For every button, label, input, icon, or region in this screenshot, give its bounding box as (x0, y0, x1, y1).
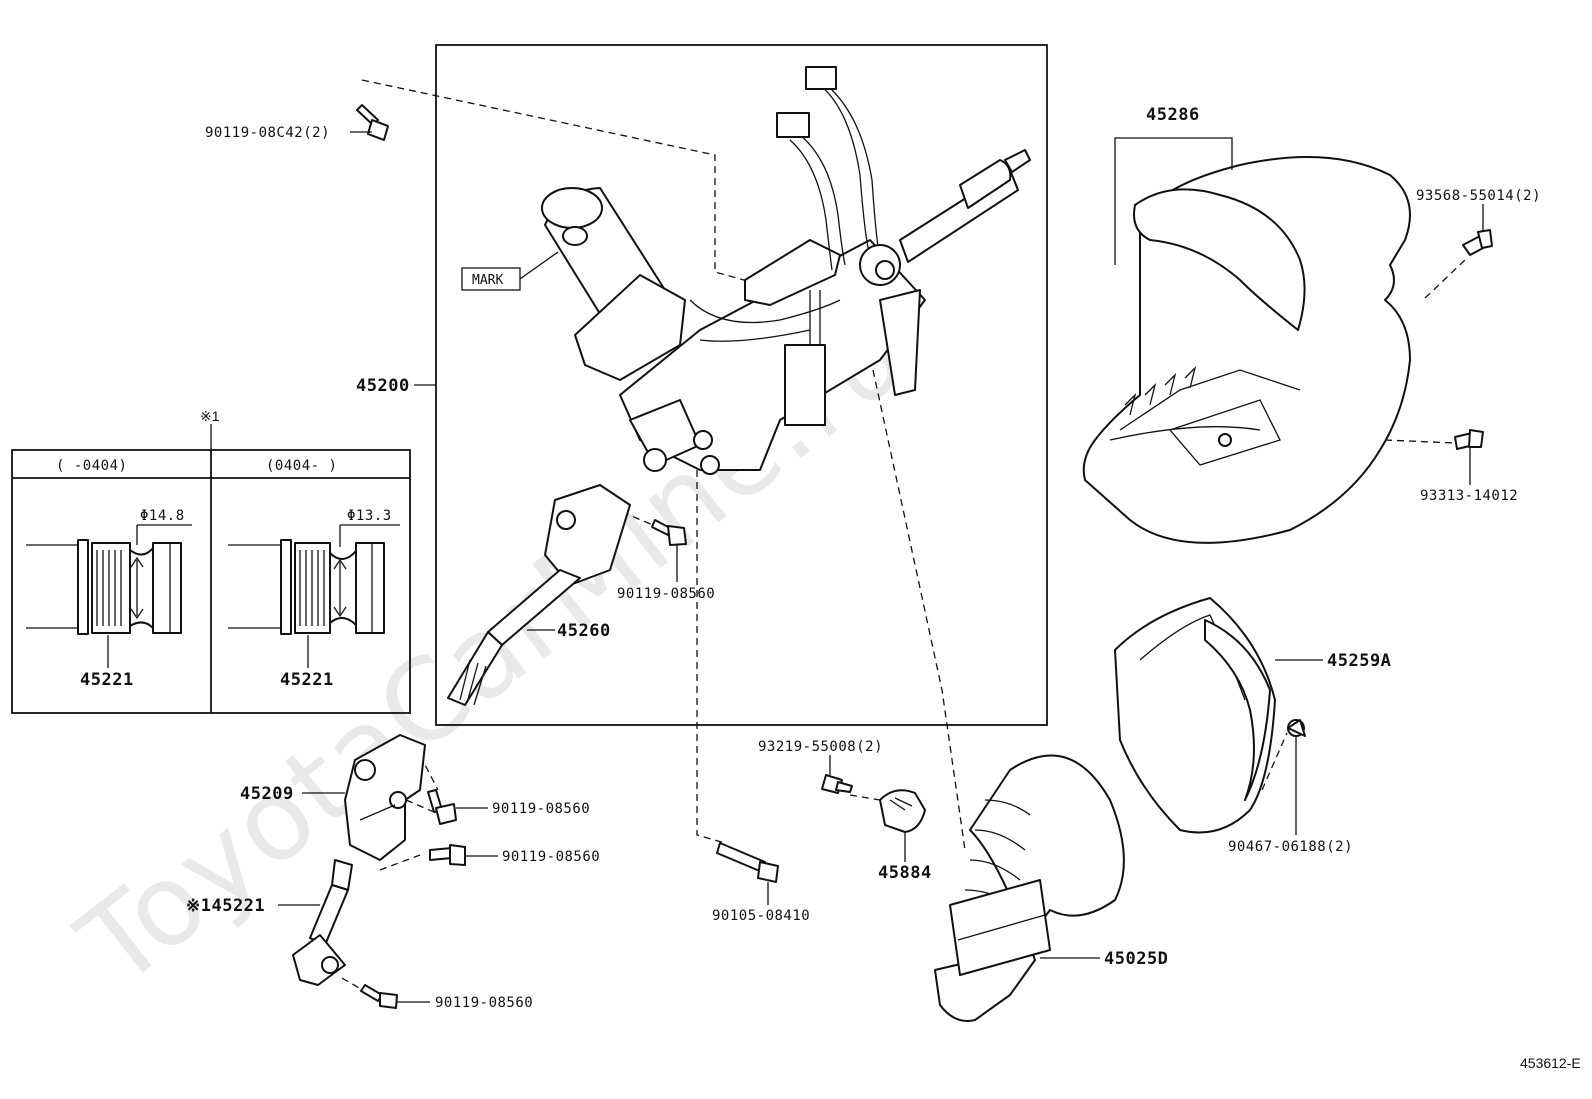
clip-90467-06188 (1287, 719, 1306, 737)
bolt-90119-08c42 (356, 104, 389, 141)
steering-column-assembly (541, 66, 1031, 475)
detail-left-part-number: 45221 (80, 670, 134, 690)
label-145221: ※145221 (186, 896, 265, 916)
bolt-90119-08560-b (427, 789, 457, 825)
screw-93219-55008 (821, 774, 853, 794)
screw-93568-55014 (1462, 229, 1493, 256)
label-45884: 45884 (878, 863, 932, 883)
bolt-90119-08560-c (429, 844, 466, 866)
label-45260: 45260 (557, 621, 611, 641)
detail-right-header: (0404- ) (266, 458, 337, 474)
label-45259a: 45259A (1327, 651, 1391, 671)
diagram-reference: 453612-E (1520, 1055, 1581, 1071)
label-45200: 45200 (356, 376, 410, 396)
label-45286: 45286 (1146, 105, 1200, 125)
label-90119-08560-upper: 90119-08560 (617, 586, 715, 602)
screw-93313-14012 (1454, 429, 1484, 450)
detail-left-header: ( -0404) (56, 458, 127, 474)
bolt-90119-08560-d (360, 984, 398, 1009)
detail-right-dimension: Φ13.3 (347, 508, 392, 524)
detail-box (11, 424, 411, 714)
label-45025d: 45025D (1104, 949, 1168, 969)
upper-cover-45286 (1082, 156, 1411, 544)
column-hole-cover-45025d (934, 754, 1125, 1022)
note-mark: ※1 (200, 408, 220, 424)
label-90105-08410: 90105-08410 (712, 908, 810, 924)
label-90119-08560-c: 90119-08560 (502, 849, 600, 865)
label-90119-08560-b: 90119-08560 (492, 801, 590, 817)
clip-45884 (879, 789, 926, 833)
universal-joint-45209 (344, 734, 426, 861)
mark-label: MARK (472, 273, 503, 288)
label-90119-08560-d: 90119-08560 (435, 995, 533, 1011)
detail-right-part-number: 45221 (280, 670, 334, 690)
label-90467-06188: 90467-06188(2) (1228, 839, 1353, 855)
connector-lower (776, 112, 810, 138)
connector-upper (805, 66, 837, 90)
shaft-45221 (292, 859, 353, 986)
motor (541, 187, 686, 381)
label-90119-08c42: 90119-08C42(2) (205, 125, 330, 141)
label-93313-14012: 93313-14012 (1420, 488, 1518, 504)
bolt-90105-08410 (716, 842, 779, 883)
label-93219-55008: 93219-55008(2) (758, 739, 883, 755)
intermediate-shaft-45260 (447, 484, 631, 706)
label-45209: 45209 (240, 784, 294, 804)
label-93568-55014: 93568-55014(2) (1416, 188, 1541, 204)
lower-cover-45259a (1114, 597, 1276, 834)
bolt-90119-08560-upper (651, 519, 687, 546)
detail-left-dimension: Φ14.8 (140, 508, 185, 524)
